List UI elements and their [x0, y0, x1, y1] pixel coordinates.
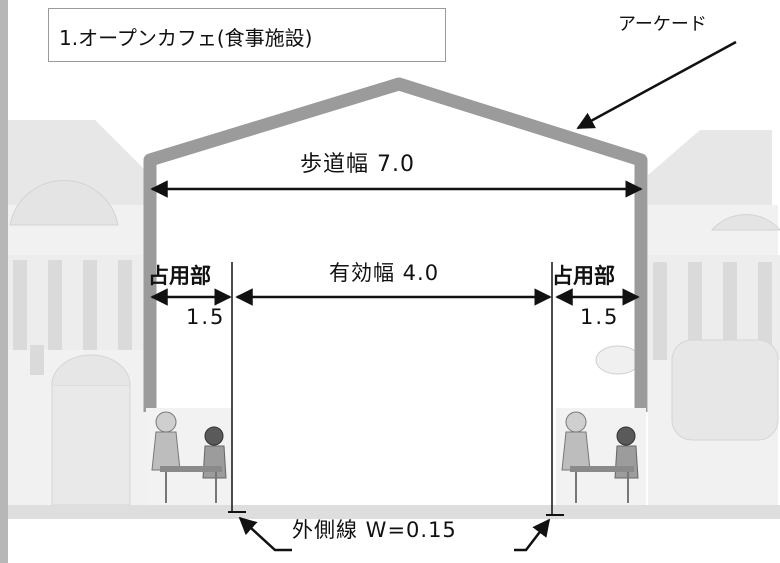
effective-width-label: 有効幅 4.0 [329, 261, 440, 285]
title-box: 1.オープンカフェ(食事施設) [48, 8, 446, 62]
left-shop [8, 120, 150, 506]
right-cafe-table [556, 408, 646, 505]
diagram-title: 1.オープンカフェ(食事施設) [59, 26, 313, 50]
right-occupied-label: 占用部 [552, 264, 615, 288]
ground [8, 505, 780, 519]
sidewalk-width-label: 歩道幅 7.0 [300, 152, 415, 177]
left-cafe-table [146, 408, 232, 505]
arcade-label: アーケード [618, 14, 707, 35]
outer-line-right-pointer [514, 518, 551, 552]
right-shop [595, 130, 780, 505]
left-occupied-width: 1.5 [186, 305, 226, 329]
outer-line-label: 外側線 W=0.15 [292, 518, 457, 542]
right-occupied-width: 1.5 [580, 305, 620, 329]
arcade-pointer-arrow [576, 40, 737, 130]
left-occupied-label: 占用部 [148, 264, 211, 288]
arcade-roof [143, 77, 648, 412]
left-edge [0, 0, 8, 563]
outer-line-left-pointer [238, 516, 292, 552]
